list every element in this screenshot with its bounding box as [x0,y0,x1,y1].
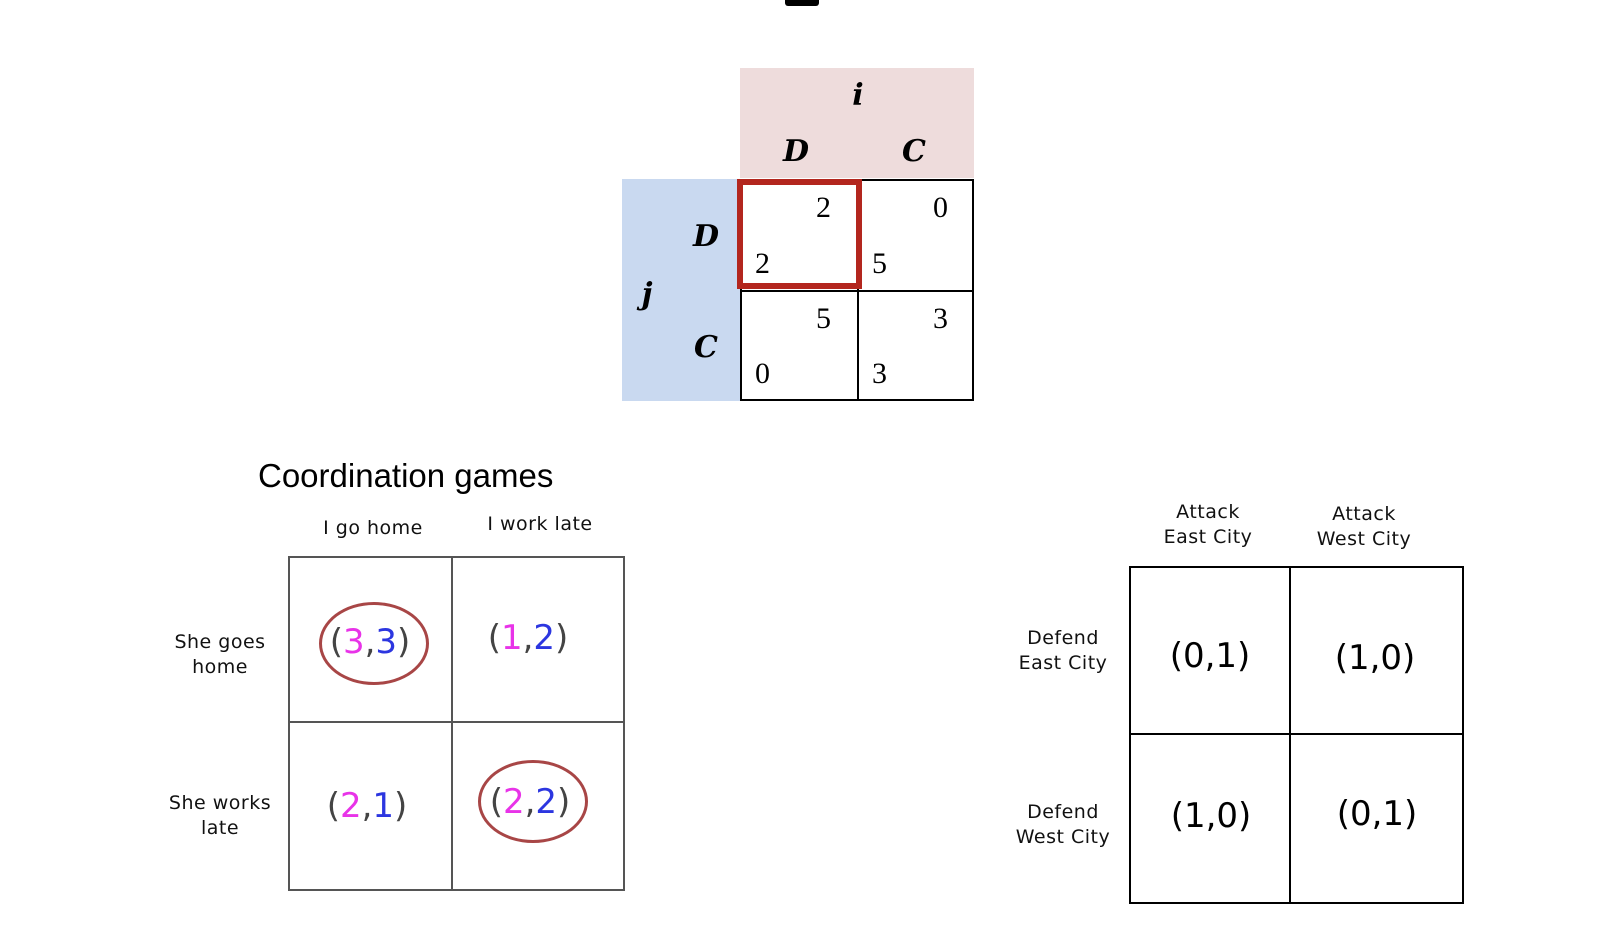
title-fragment [785,0,819,6]
column-player-label: i [852,78,864,113]
payoff-cd-bottom: 0 [755,357,770,390]
highlight-box [737,179,862,289]
cell-dc [857,179,974,292]
row-player-header [622,179,740,401]
attack-payoff-11: (0,1) [1336,794,1418,834]
column-label-attack-west: Attack West City [1289,502,1439,552]
column-label-line: Attack [1176,501,1240,523]
row-label-defend-east: Defend East City [1000,626,1126,676]
row-label-line: Defend [1027,801,1099,823]
payoff-cc-top: 3 [933,302,948,335]
payoff-second: 1 [372,786,395,826]
coordination-title: Coordination games [258,457,554,494]
attack-payoff-10: (1,0) [1170,796,1252,836]
payoff-dd-bottom: 2 [755,247,770,280]
column-label-line: East City [1163,526,1253,548]
payoff-first: 2 [339,786,362,826]
attack-payoff-00: (0,1) [1169,636,1251,676]
row-label-works-late: She works late [153,791,287,841]
payoff-cd-top: 5 [816,302,831,335]
payoff-dd-top: 2 [816,191,831,224]
coord-payoff-01: (1,2) [487,618,569,658]
coord-cell-11 [451,721,625,891]
cell-cc [857,290,974,401]
column-strategy-c: C [902,134,926,169]
payoff-second: 2 [533,618,556,658]
row-player-label: j [641,277,653,312]
column-label-line: West City [1316,528,1412,550]
column-label-attack-east: Attack East City [1133,500,1283,550]
row-label-line: home [192,656,248,678]
attack-payoff-01: (1,0) [1334,638,1416,678]
coord-payoff-10: (2,1) [326,786,408,826]
column-player-header [740,68,974,178]
payoff-dc-top: 0 [933,191,948,224]
payoff-dc-bottom: 5 [872,247,887,280]
row-label-line: late [200,817,240,839]
row-label-line: Defend [1027,627,1099,649]
row-label-line: She works [168,792,272,814]
equilibrium-circle [478,760,588,843]
column-label-work-late: I work late [487,513,593,535]
payoff-cc-bottom: 3 [872,357,887,390]
row-strategy-c: C [694,330,718,365]
payoff-first: 1 [500,618,523,658]
column-label-line: Attack [1332,503,1396,525]
row-label-line: East City [1018,652,1108,674]
row-label-line: She goes [174,631,266,653]
column-label-go-home: I go home [323,517,423,539]
row-label-line: West City [1015,826,1111,848]
equilibrium-circle [319,602,429,685]
row-label-goes-home: She goes home [155,630,285,680]
column-strategy-d: D [782,134,809,169]
row-label-defend-west: Defend West City [998,800,1128,850]
attack-cell-11 [1289,733,1464,904]
row-strategy-d: D [692,219,719,254]
